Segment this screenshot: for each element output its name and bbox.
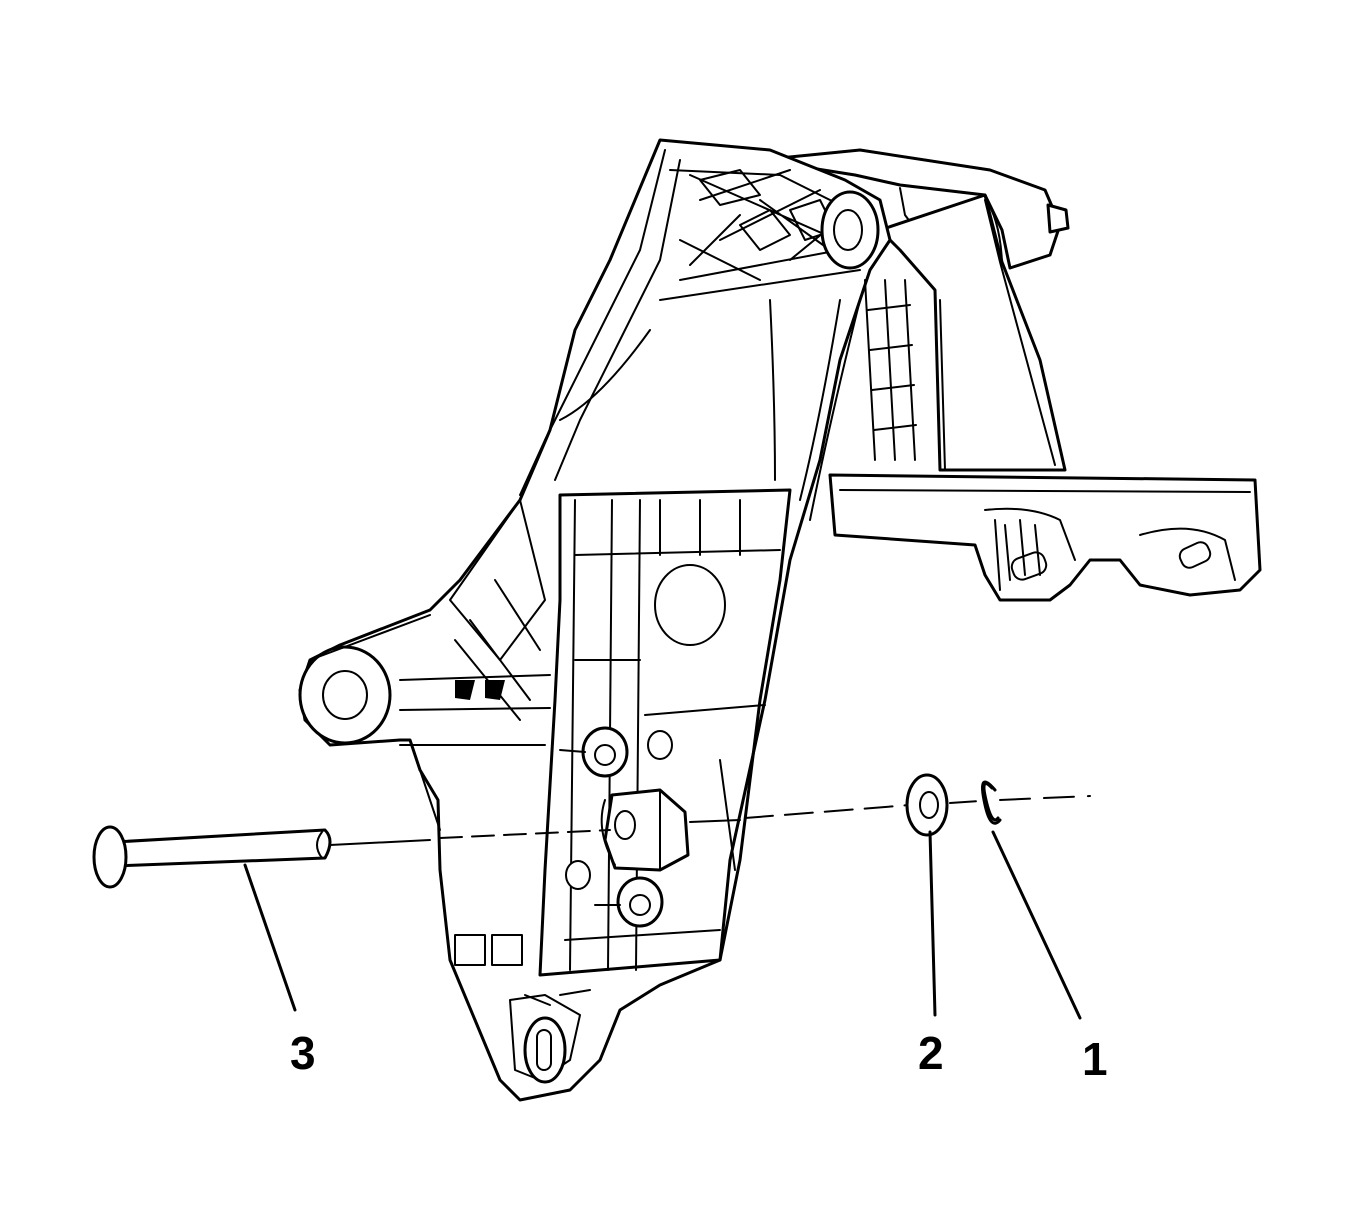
lower-mount-tab	[419, 769, 591, 1084]
floor-mount-bracket	[828, 473, 1262, 602]
callout-label-1: 1	[1082, 1033, 1108, 1085]
pedal-bracket-body	[298, 138, 917, 1102]
pivot-pin-icon	[92, 825, 332, 889]
bracket-fasteners	[559, 726, 690, 928]
callout-label-2: 2	[918, 1027, 944, 1079]
upper-support-arm	[878, 193, 1067, 472]
callout-label-3: 3	[290, 1027, 316, 1079]
motor-housing	[758, 148, 1070, 270]
retaining-clip-icon	[980, 780, 1002, 825]
leader-lines	[243, 830, 1082, 1020]
assembly-axis-line	[329, 795, 1091, 846]
washer-icon	[905, 773, 949, 837]
